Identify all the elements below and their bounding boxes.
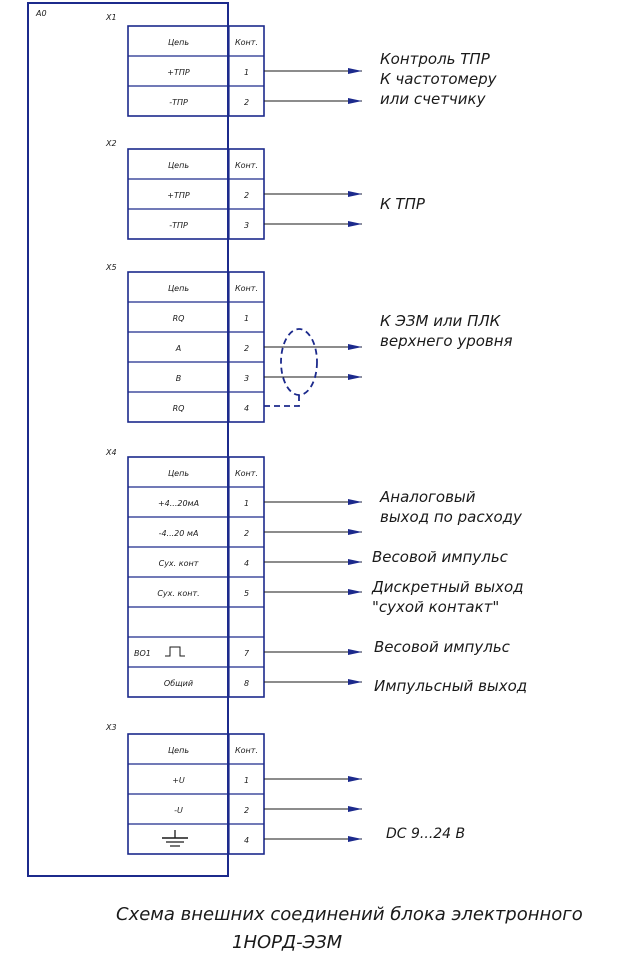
header-pin: Конт. <box>235 38 258 47</box>
pin-label: 4 <box>244 404 249 413</box>
connector-id: X4 <box>105 448 117 457</box>
pin-label: 7 <box>244 649 250 658</box>
pin-label: 2 <box>244 806 249 815</box>
net-label: Общий <box>164 679 193 688</box>
pin-label: 3 <box>244 374 249 383</box>
annotation-x1: Контроль ТПР К частотомеру или счетчику <box>380 50 498 108</box>
header-net: Цепь <box>168 469 189 478</box>
net-label: +U <box>172 776 185 785</box>
header-pin: Конт. <box>235 284 258 293</box>
header-pin: Конт. <box>235 161 258 170</box>
net-label: Сух. конт <box>159 559 199 568</box>
shield-drain-wire <box>264 395 300 407</box>
pin-label: 1 <box>244 68 249 77</box>
pulse-icon <box>165 646 185 657</box>
annotation-pulse-output: Импульсный выход <box>374 677 527 695</box>
net-label: +ТПР <box>167 68 190 77</box>
annotation-x5: К ЭЗМ или ПЛК верхнего уровня <box>380 312 513 350</box>
header-net: Цепь <box>168 746 189 755</box>
pin-label: 4 <box>244 836 249 845</box>
annotation-x2-line1: К ТПР <box>380 195 426 213</box>
pin-label: 1 <box>244 499 249 508</box>
caption-line2: 1НОРД-ЭЗМ <box>232 932 343 953</box>
pin-label: 1 <box>244 314 249 323</box>
net-label: -U <box>174 806 183 815</box>
annotation-x5-line2: верхнего уровня <box>380 332 513 350</box>
wires <box>264 68 362 842</box>
annotation-power: DC 9...24 В <box>386 826 465 842</box>
pin-label: 2 <box>244 529 249 538</box>
pin-label: 2 <box>244 344 249 353</box>
annotation-analog-line1: Аналоговый <box>379 488 476 506</box>
net-label: RQ <box>173 404 185 413</box>
caption-line1: Схема внешних соединений блока электронн… <box>116 904 583 925</box>
pin-label: 3 <box>244 221 249 230</box>
annotation-x4: Аналоговый выход по расходу Весовой импу… <box>371 488 527 695</box>
pin-label: 2 <box>244 191 249 200</box>
net-label: -ТПР <box>169 221 188 230</box>
electronic-block <box>27 2 229 877</box>
net-label: ВО1 <box>134 649 151 658</box>
annotation-dry-contact-line1: Дискретный выход <box>371 578 524 596</box>
net-label: -ТПР <box>169 98 188 107</box>
connector-id: X5 <box>105 263 117 272</box>
block-label: A0 <box>35 9 47 18</box>
header-net: Цепь <box>168 38 189 47</box>
shield-ellipse <box>280 328 318 396</box>
annotation-x1-line3: или счетчику <box>380 90 487 108</box>
net-label: B <box>176 374 182 383</box>
pin-label: 5 <box>244 589 249 598</box>
annotation-x1-line1: Контроль ТПР <box>380 50 491 68</box>
net-label: +ТПР <box>167 191 190 200</box>
cable-shield <box>264 328 318 407</box>
net-label: Сух. конт. <box>157 589 199 598</box>
annotation-weight-pulse-2: Весовой импульс <box>374 638 511 656</box>
pin-label: 4 <box>244 559 249 568</box>
header-net: Цепь <box>168 284 189 293</box>
annotation-x1-line2: К частотомеру <box>380 70 498 88</box>
net-label: -4...20 мА <box>159 529 199 538</box>
connector-id: X1 <box>105 13 117 22</box>
annotation-analog-line2: выход по расходу <box>380 508 523 526</box>
pin-label: 8 <box>244 679 249 688</box>
annotation-dry-contact-line2: "сухой контакт" <box>372 598 499 616</box>
pin-label: 2 <box>244 98 249 107</box>
net-label: RQ <box>173 314 185 323</box>
connector-id: X3 <box>105 723 117 732</box>
annotation-x5-line1: К ЭЗМ или ПЛК <box>380 312 502 330</box>
ground-icon <box>162 830 188 847</box>
header-pin: Конт. <box>235 469 258 478</box>
header-pin: Конт. <box>235 746 258 755</box>
net-label: A <box>175 344 181 353</box>
header-net: Цепь <box>168 161 189 170</box>
connector-id: X2 <box>105 139 117 148</box>
net-label: +4...20мА <box>158 499 199 508</box>
annotation-x2: К ТПР <box>380 195 426 213</box>
annotation-weight-pulse-1: Весовой импульс <box>372 548 509 566</box>
annotation-x3: DC 9...24 В <box>386 826 465 842</box>
pin-label: 1 <box>244 776 249 785</box>
